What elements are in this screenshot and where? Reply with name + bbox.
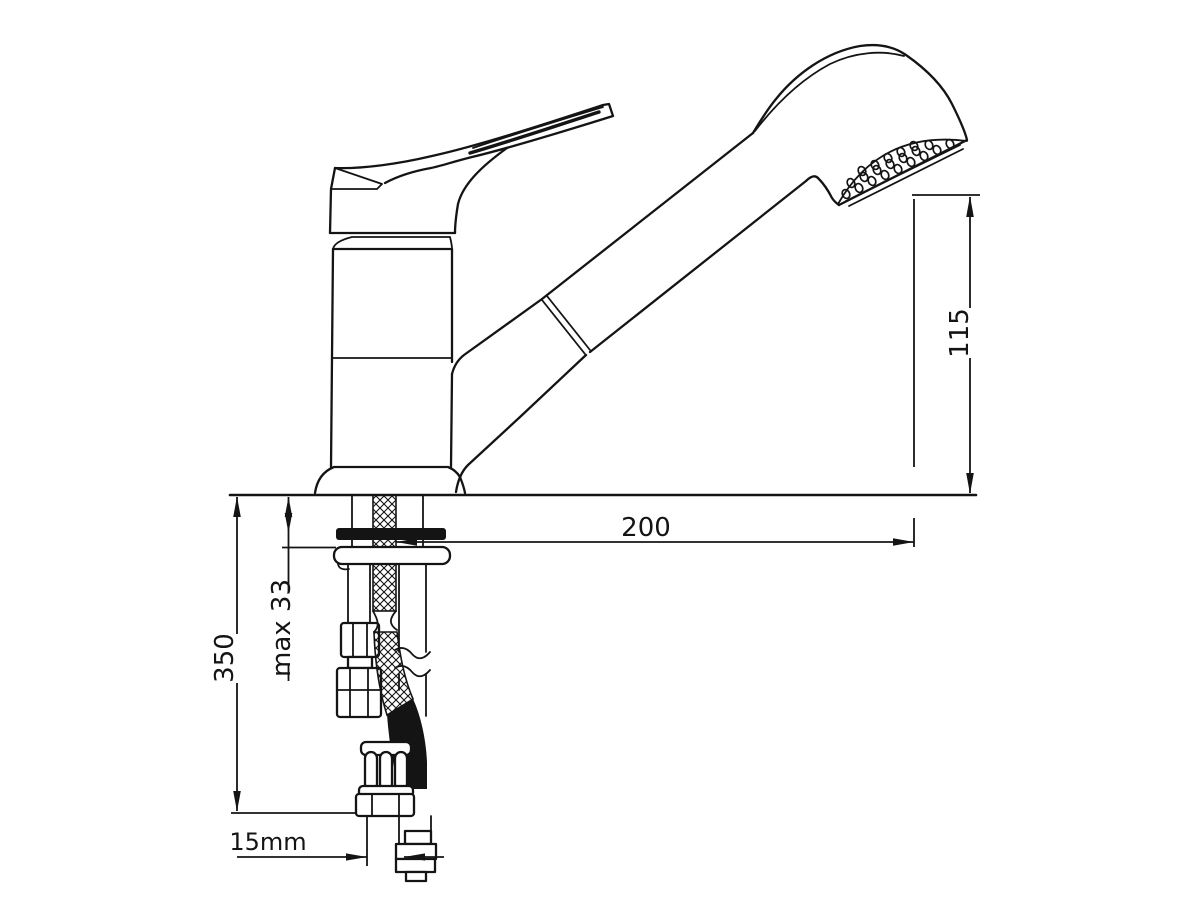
- hex-nut: [354, 792, 416, 818]
- dimension-label-115: 115: [945, 308, 975, 358]
- compression-nut-upper: [339, 621, 381, 659]
- spout-upper-edge: [450, 131, 755, 376]
- fitting-tip: [404, 870, 428, 883]
- base-skirt: [313, 465, 467, 495]
- pullout-seam: [541, 295, 591, 355]
- quick-connect-lower: [394, 857, 437, 874]
- dimension-200: 200: [396, 513, 914, 546]
- handle-edge-line: [468, 110, 601, 155]
- dimension-label-350: 350: [210, 633, 240, 683]
- hose-bend: [372, 610, 398, 633]
- dimension-max-33: max 33: [267, 497, 336, 681]
- crimp-rib: [378, 750, 394, 792]
- mounting-washer-bar: [336, 528, 446, 540]
- spray-nozzles: [841, 138, 955, 200]
- supply-pipe-left: [347, 563, 371, 624]
- supply-hose: [335, 563, 431, 799]
- faucet-handle: [330, 102, 615, 235]
- dimension-label-15mm: 15mm: [229, 828, 306, 856]
- crimp-rib: [393, 750, 409, 792]
- compression-nut-lower: [335, 666, 383, 719]
- fitting-neck: [346, 655, 374, 670]
- faucet-body: [313, 166, 467, 495]
- fitting-collar: [403, 829, 433, 846]
- dimension-15mm: 15mm: [229, 815, 444, 866]
- dimension-350: 350: [210, 496, 357, 814]
- dimension-label-200: 200: [621, 513, 671, 543]
- mounting-flange: [332, 545, 452, 566]
- dimension-115: 115: [912, 194, 980, 547]
- handle-pivot-notch: [330, 167, 383, 190]
- head-underside: [588, 175, 841, 354]
- faucet-spout: [450, 131, 841, 494]
- spout-lower-edge: [454, 353, 588, 494]
- crimp-rib: [363, 750, 379, 792]
- spray-face-rim: [845, 144, 964, 207]
- outlet-pipe: [398, 563, 427, 653]
- head-shell-crease: [754, 51, 905, 132]
- handle-neck: [453, 146, 509, 235]
- spray-head: [751, 44, 969, 207]
- mounting-hardware: [332, 494, 452, 612]
- dimension-label-max-33: max 33: [267, 579, 297, 677]
- outlet-fitting: [354, 792, 438, 883]
